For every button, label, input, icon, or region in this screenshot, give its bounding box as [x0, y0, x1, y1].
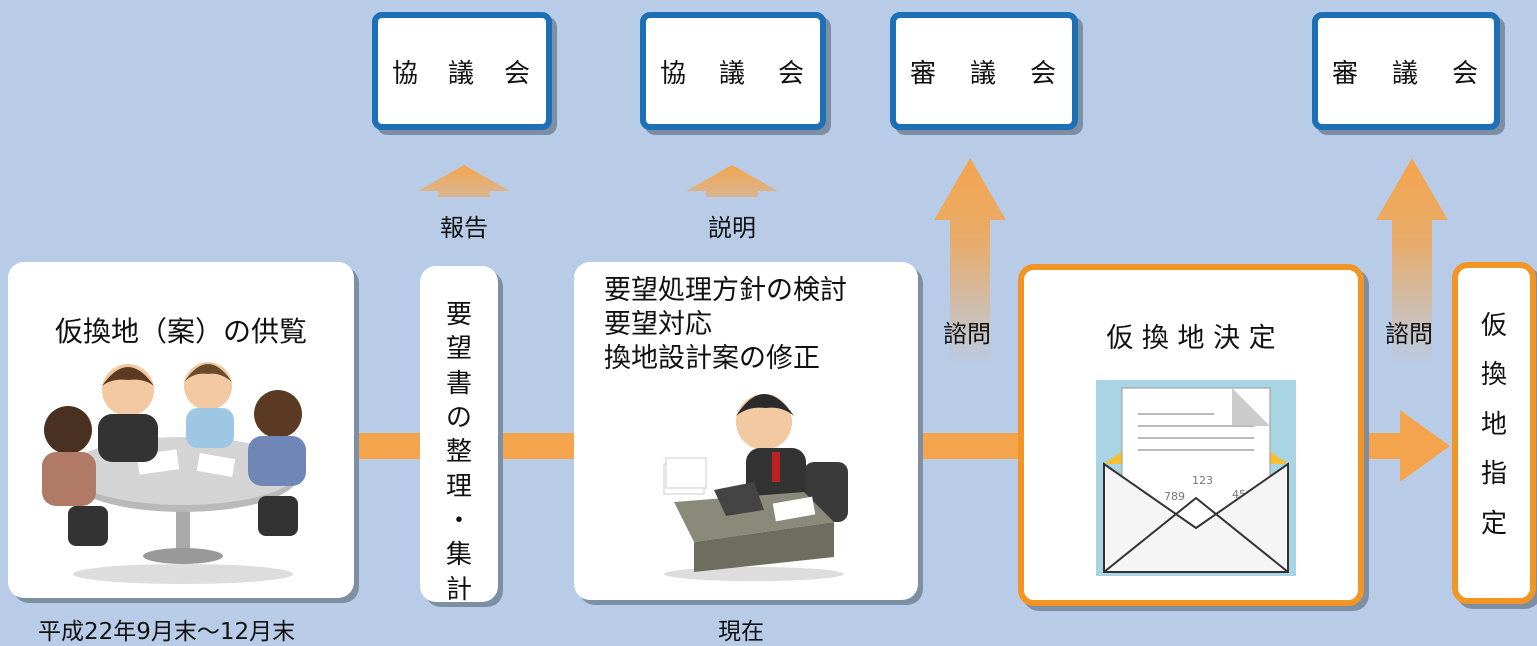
council-char: 議 [1391, 58, 1420, 89]
organize-text: 要 望 書 の 整 理 ・ 集 計 [420, 298, 498, 607]
right-arrow-icon [1390, 410, 1450, 482]
office-worker-illustration [663, 394, 848, 581]
envelope-number: 123 [1192, 474, 1213, 487]
council-char: 会 [1451, 58, 1480, 89]
consult-label-1: 諮問 [943, 320, 991, 348]
review-title: 仮換地（案）の供覧 [54, 315, 307, 348]
explain-label: 説明 [708, 214, 756, 242]
envelope-number: 789 [1164, 490, 1185, 503]
vertical-char: 整 [445, 437, 472, 468]
council-char: 議 [969, 58, 998, 89]
vertical-char: 計 [445, 574, 472, 605]
up-arrow-icon [934, 158, 1006, 368]
vertical-char: 集 [445, 540, 472, 571]
consult-label-2: 諮問 [1385, 320, 1433, 348]
vertical-char: 書 [445, 368, 472, 399]
vertical-char: 要 [445, 300, 472, 330]
council-box-4: 審 議 会 [1312, 12, 1500, 130]
council-char: 議 [447, 58, 476, 89]
council-char: 審 [1332, 58, 1361, 89]
vertical-char: 定 [1480, 508, 1507, 539]
vertical-char: 地 [1480, 409, 1507, 440]
policy-line: 要望処理方針の検討 [604, 275, 847, 306]
vertical-char: 指 [1480, 459, 1507, 490]
designation-card: 仮 換 地 指 定 [1452, 262, 1536, 604]
flow-bar-3 [918, 433, 1018, 459]
report-label: 報告 [440, 214, 488, 242]
council-char: 会 [1029, 58, 1058, 89]
decision-title: 仮 換 地 決 定 [1106, 323, 1276, 354]
current-date: 現在 [718, 619, 764, 645]
council-char: 協 [660, 58, 689, 89]
vertical-char: 仮 [1480, 311, 1507, 341]
council-char: 会 [777, 58, 806, 89]
review-policy-card: 要望処理方針の検討 要望対応 換地設計案の修正 [574, 262, 918, 600]
up-arrow-icon [1376, 158, 1448, 368]
policy-line: 換地設計案の修正 [604, 343, 820, 374]
vertical-char: の [445, 402, 472, 433]
council-box-2: 協 議 会 [640, 12, 826, 130]
council-char: 審 [910, 58, 939, 89]
policy-lines: 要望処理方針の検討 要望対応 換地設計案の修正 [604, 274, 847, 376]
flow-bar-2 [495, 433, 575, 459]
review-date: 平成22年9月末〜12月末 [38, 619, 296, 645]
vertical-char: 理 [445, 471, 472, 502]
designation-text: 仮 換 地 指 定 [1458, 302, 1530, 549]
review-card: 仮換地（案）の供覧 [8, 262, 354, 598]
meeting-illustration [42, 362, 306, 584]
policy-line: 要望対応 [604, 309, 712, 340]
up-arrow-icon [418, 165, 510, 197]
organize-card: 要 望 書 の 整 理 ・ 集 計 [420, 266, 498, 605]
council-box-3: 審 議 会 [890, 12, 1078, 130]
envelope-icon: 123 789 456 [1096, 380, 1296, 576]
decision-card: 仮 換 地 決 定 123 789 456 [1018, 264, 1364, 606]
council-box-1: 協 議 会 [372, 12, 552, 130]
vertical-char: ・ [445, 505, 472, 536]
flow-bar-4 [1362, 433, 1392, 459]
up-arrow-icon [686, 165, 778, 197]
council-char: 協 [392, 58, 421, 89]
council-char: 会 [503, 58, 532, 89]
council-char: 議 [718, 58, 747, 89]
vertical-char: 望 [445, 334, 472, 365]
flow-bar-1 [355, 433, 425, 459]
vertical-char: 換 [1480, 360, 1507, 391]
